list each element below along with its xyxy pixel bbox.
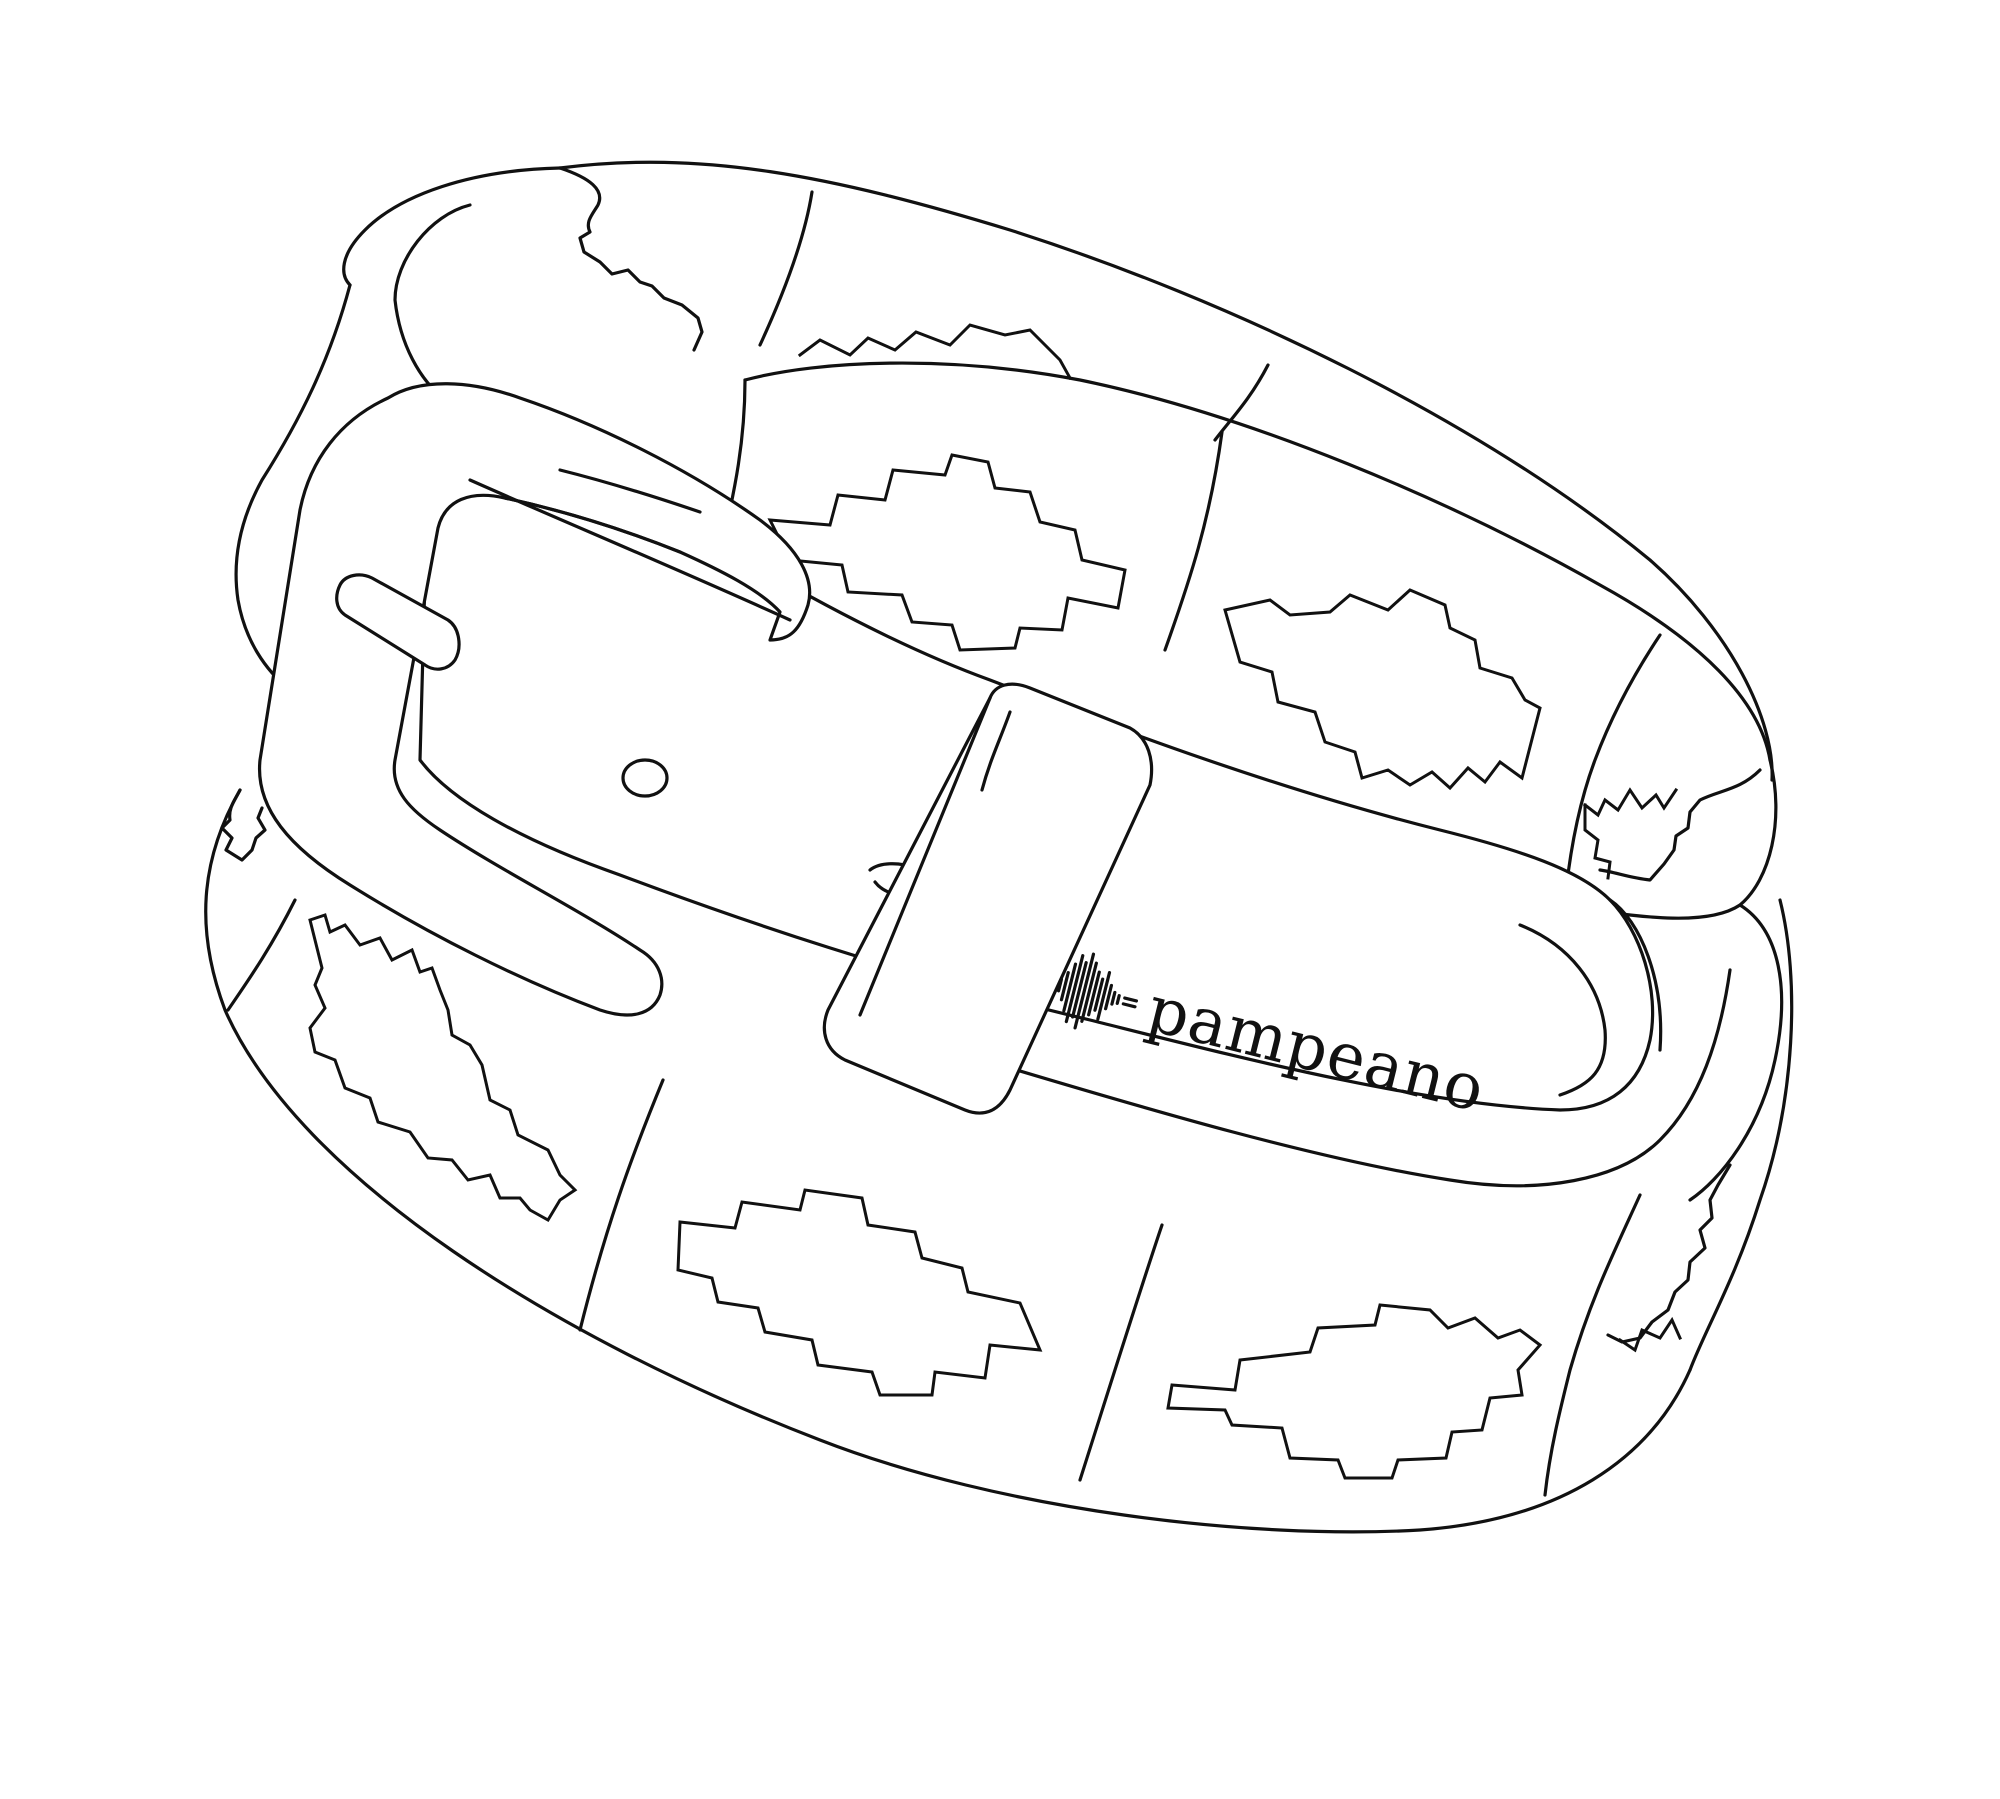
soundwave-mark-icon [1056, 952, 1139, 1030]
pattern-motif-front-edge [1617, 1316, 1682, 1353]
pattern-motif-back-center [767, 453, 1127, 652]
pattern-motif-back-edge [1582, 787, 1679, 880]
pattern-motif-front-center [676, 1188, 1043, 1397]
belt-hole [621, 758, 669, 798]
belt-front-band [204, 788, 1794, 1534]
pattern-motif-back-right [1223, 588, 1542, 791]
pattern-motif-front-left [308, 913, 578, 1223]
belt-keeper-loop [822, 682, 1154, 1115]
pattern-motif-back-top [797, 323, 1073, 381]
belt-back-band [234, 160, 1784, 1202]
belt-buckle [257, 382, 922, 1017]
pattern-motif-front-right [1166, 1303, 1543, 1480]
